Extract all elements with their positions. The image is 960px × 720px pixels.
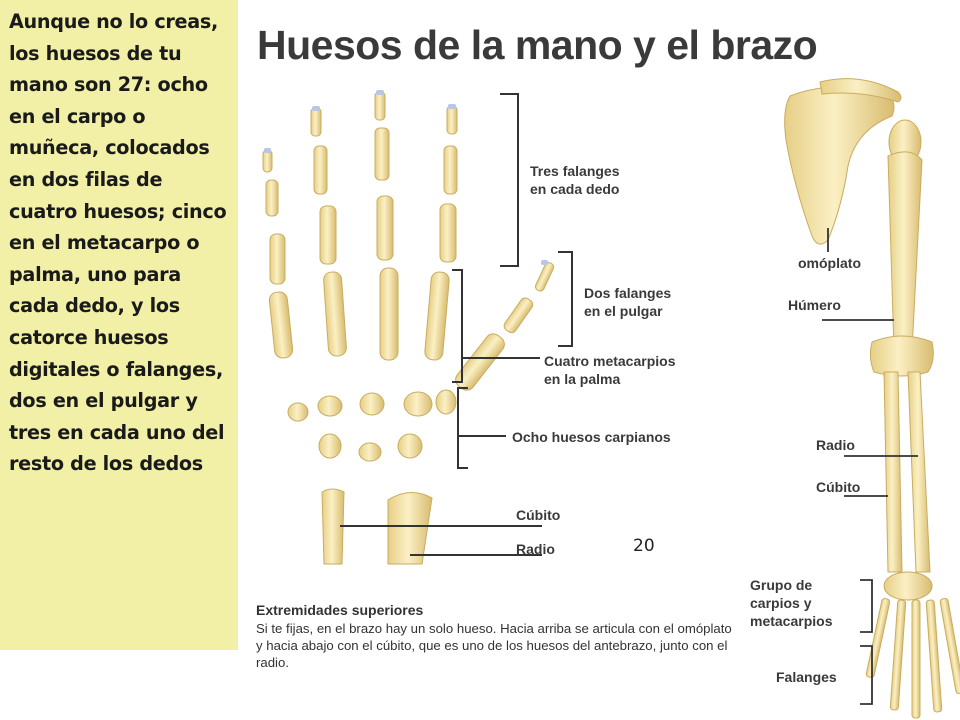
- arm-bones: [784, 78, 960, 719]
- label-tres-falanges: Tres falanges en cada dedo: [530, 163, 620, 197]
- label-dos-falanges: Dos falanges en el pulgar: [584, 285, 672, 319]
- finger-tips: [264, 90, 548, 265]
- label-omoplato: omóplato: [798, 255, 861, 271]
- page-title: Huesos de la mano y el brazo: [257, 22, 818, 68]
- label-grupo-carpios: Grupo de carpios y metacarpios: [750, 577, 833, 629]
- arm-leader-lines: [822, 228, 918, 705]
- hand-leader-lines: [340, 93, 573, 556]
- page-number: 20: [633, 536, 655, 556]
- sidebar-text: Aunque no lo creas, los huesos de tu man…: [9, 10, 227, 476]
- caption-body: Si te fijas, en el brazo hay un solo hue…: [256, 621, 732, 670]
- sidebar-panel: Aunque no lo creas, los huesos de tu man…: [0, 0, 238, 650]
- label-radio-arm: Radio: [816, 437, 855, 453]
- label-cuatro-metacarpios: Cuatro metacarpios en la palma: [544, 353, 676, 387]
- caption-block: Extremidades superiores Si te fijas, en …: [256, 602, 736, 671]
- caption-heading: Extremidades superiores: [256, 602, 424, 618]
- label-cubito-arm: Cúbito: [816, 479, 861, 495]
- label-radio-hand: Radio: [516, 541, 555, 557]
- carpal-bones: [287, 389, 457, 462]
- label-falanges-arm: Falanges: [776, 669, 837, 685]
- label-cubito-hand: Cúbito: [516, 507, 561, 523]
- forearm-bones-hand-view: [321, 488, 433, 565]
- label-humero: Húmero: [788, 297, 841, 313]
- metacarpal-bones: [268, 267, 505, 391]
- label-ocho-carpianos: Ocho huesos carpianos: [512, 429, 671, 445]
- finger-bones: [262, 91, 555, 334]
